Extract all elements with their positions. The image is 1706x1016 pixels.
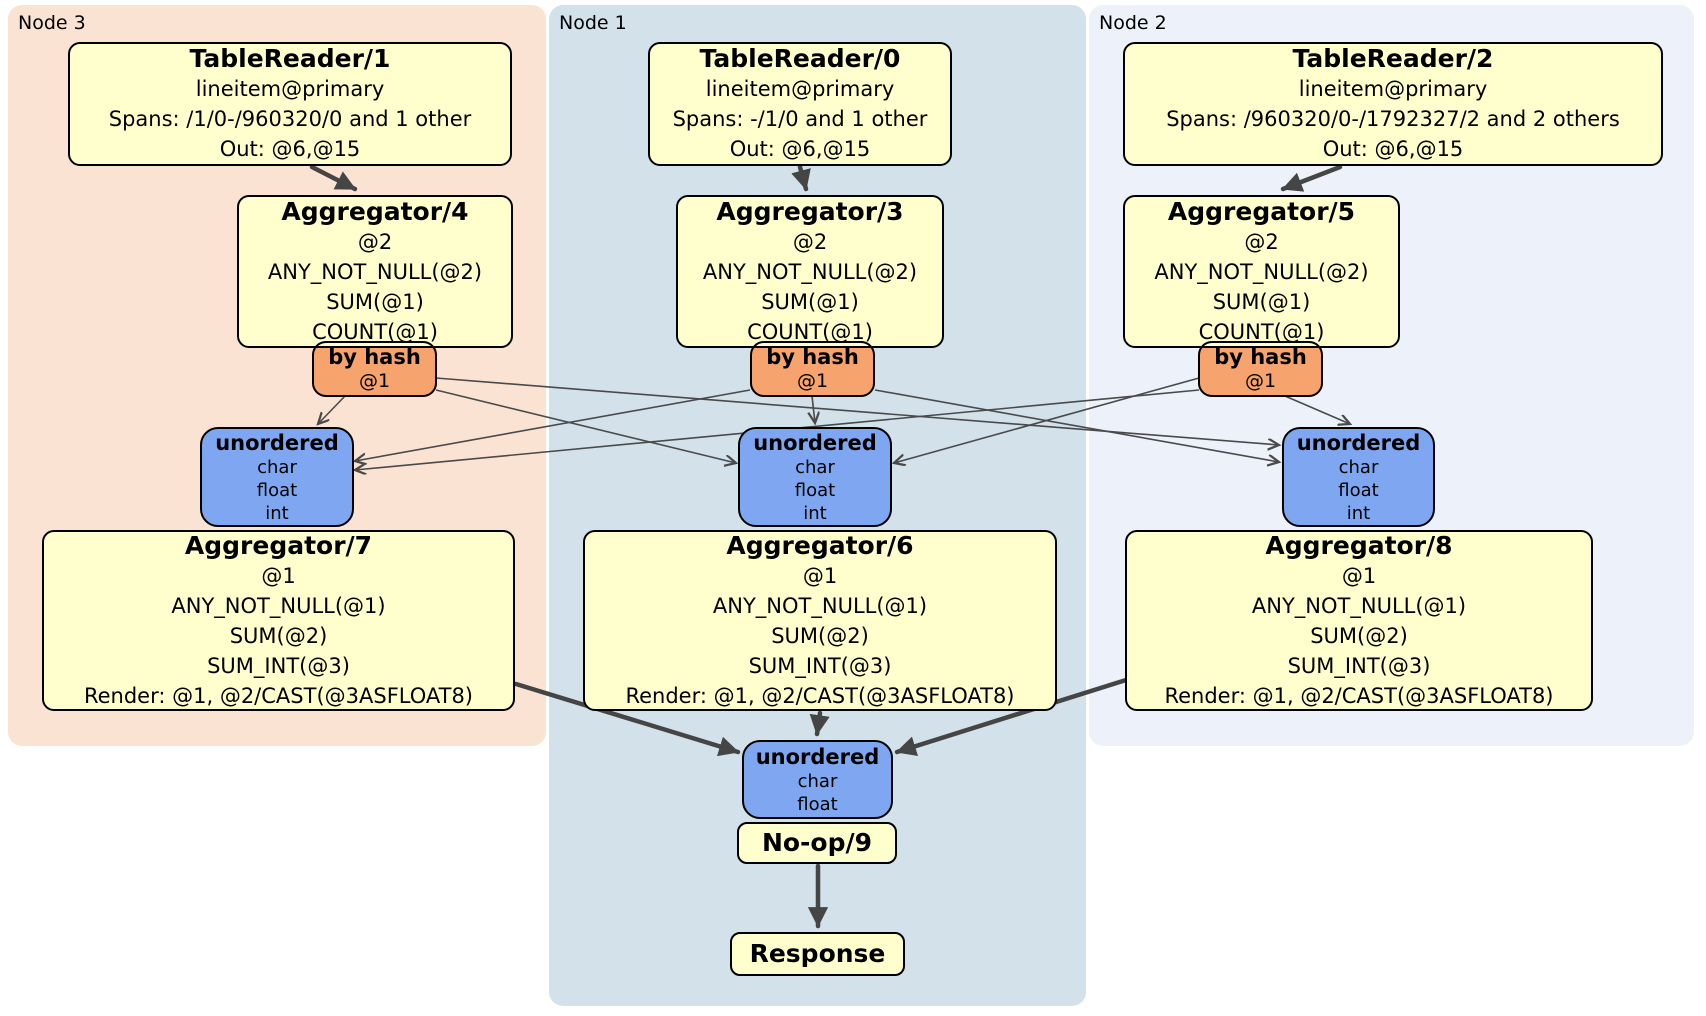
node3-label: Node 3 [18,12,86,34]
sync-title: unordered [215,430,339,455]
router-sub: @1 [796,370,829,392]
box-title: Aggregator/3 [716,196,904,226]
hash-router-node1: by hash @1 [750,341,875,397]
box-line: @1 [261,563,296,588]
box-line: COUNT(@1) [747,319,873,344]
node1-label: Node 1 [559,12,627,34]
box-line: ANY_NOT_NULL(@2) [702,259,918,284]
box-line: Spans: -/1/0 and 1 other [672,107,928,131]
box-title: Aggregator/7 [184,530,373,560]
box-line: SUM(@1) [1212,289,1311,314]
box-line: Out: @6,@15 [729,137,871,161]
hash-router-node2: by hash @1 [1198,341,1323,397]
box-line: lineitem@primary [195,77,385,101]
box-line: Out: @6,@15 [1322,137,1464,161]
box-line: ANY_NOT_NULL(@1) [171,593,386,618]
sync-line: char [795,456,835,478]
table-reader-0-box: TableReader/0 lineitem@primary Spans: -/… [648,42,952,166]
aggregator-5-box: Aggregator/5 @2 ANY_NOT_NULL(@2) SUM(@1)… [1123,195,1400,348]
aggregator-4-box: Aggregator/4 @2 ANY_NOT_NULL(@2) SUM(@1)… [237,195,513,348]
box-line: ANY_NOT_NULL(@2) [267,259,483,284]
box-title: TableReader/2 [1292,44,1494,73]
sync-title: unordered [1296,430,1421,455]
sync-line: float [797,793,838,815]
unordered-sync-node3: unordered char float int [200,427,354,527]
box-line: lineitem@primary [1298,77,1488,101]
router-title: by hash [766,345,859,369]
sync-line: float [794,479,836,501]
sync-line: int [803,502,827,524]
sync-title: unordered [755,744,880,769]
sync-line: float [256,479,298,501]
sync-line: float [1338,479,1379,501]
box-title: Response [749,939,886,968]
box-title: Aggregator/8 [1265,530,1453,560]
box-line: @2 [357,229,393,254]
box-line: Out: @6,@15 [219,137,361,161]
box-line: SUM_INT(@3) [207,653,350,678]
sync-line: char [257,456,297,478]
node2-label: Node 2 [1099,12,1167,34]
box-line: SUM(@1) [326,289,424,314]
aggregator-7-box: Aggregator/7 @1 ANY_NOT_NULL(@1) SUM(@2)… [42,530,515,711]
box-line: Render: @1, @2/CAST(@3ASFLOAT8) [83,683,474,708]
hash-router-node3: by hash @1 [312,341,437,397]
response-box: Response [730,932,905,976]
unordered-sync-node1: unordered char float int [738,427,892,527]
box-title: No-op/9 [761,828,873,857]
aggregator-6-box: Aggregator/6 @1 ANY_NOT_NULL(@1) SUM(@2)… [583,530,1057,711]
box-title: Aggregator/5 [1167,196,1356,226]
box-line: Render: @1, @2/CAST(@3ASFLOAT8) [1164,683,1554,708]
table-reader-1-box: TableReader/1 lineitem@primary Spans: /1… [68,42,512,166]
box-line: lineitem@primary [705,77,895,101]
hash-router-fill [312,341,437,397]
box-line: @1 [802,563,838,588]
box-line: Render: @1, @2/CAST(@3ASFLOAT8) [625,683,1015,708]
box-line: ANY_NOT_NULL(@2) [1154,259,1369,284]
box-line: SUM(@1) [761,289,859,314]
box-title: Aggregator/4 [281,196,469,226]
unordered-sync-node2: unordered char float int [1282,427,1435,527]
sync-line: char [1338,456,1379,478]
sync-line: char [797,770,838,792]
box-line: COUNT(@1) [312,319,438,344]
aggregator-3-box: Aggregator/3 @2 ANY_NOT_NULL(@2) SUM(@1)… [676,195,944,348]
sync-title: unordered [753,430,877,455]
box-line: SUM(@2) [771,623,869,648]
box-title: TableReader/0 [699,44,901,73]
box-line: ANY_NOT_NULL(@1) [712,593,928,618]
unordered-sync-final: unordered char float [742,740,893,819]
box-line: ANY_NOT_NULL(@1) [1251,593,1467,618]
router-sub: @1 [1244,370,1277,392]
router-title: by hash [328,345,421,369]
table-reader-2-box: TableReader/2 lineitem@primary Spans: /9… [1123,42,1663,166]
router-title: by hash [1214,345,1307,369]
noop-box: No-op/9 [737,822,897,864]
box-line: SUM(@2) [1310,623,1408,648]
box-line: COUNT(@1) [1198,319,1325,344]
box-line: SUM_INT(@3) [748,653,892,678]
box-line: SUM(@2) [229,623,328,648]
box-title: TableReader/1 [189,44,391,73]
box-line: Spans: /1/0-/960320/0 and 1 other [108,107,472,131]
box-line: SUM_INT(@3) [1287,653,1431,678]
aggregator-8-box: Aggregator/8 @1 ANY_NOT_NULL(@1) SUM(@2)… [1125,530,1593,711]
sync-line: int [265,502,289,524]
box-title: Aggregator/6 [726,530,914,560]
router-sub: @1 [358,370,391,392]
sync-line: int [1346,502,1371,524]
box-line: @1 [1341,563,1377,588]
box-line: Spans: /960320/0-/1792327/2 and 2 others [1166,107,1620,131]
box-line: @2 [792,229,828,254]
box-line: @2 [1244,229,1279,254]
